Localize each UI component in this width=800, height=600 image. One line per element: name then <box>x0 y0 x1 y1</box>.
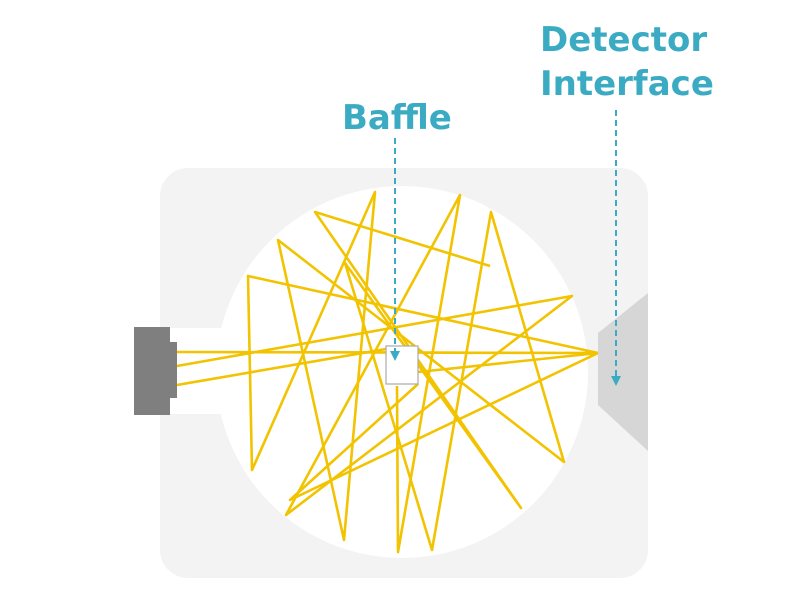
baffle-label: Baffle <box>342 96 452 140</box>
detector-label-line1: Detector <box>540 20 708 60</box>
light-source-aperture <box>168 342 177 398</box>
light-rays <box>176 190 600 554</box>
baffle-label-text: Baffle <box>342 98 452 138</box>
light-ray-path <box>288 351 600 502</box>
detector-port <box>598 293 648 451</box>
detector-label-line2: Interface <box>540 64 714 104</box>
light-ray-path <box>176 190 600 552</box>
detector-arrowhead <box>611 376 621 386</box>
detector-interface-label: Detector Interface <box>540 18 714 106</box>
light-ray-path <box>176 193 574 554</box>
light-source <box>134 327 170 415</box>
light-ray-path <box>176 347 387 387</box>
baffle-arrowhead <box>390 351 400 361</box>
leader-lines <box>390 110 621 386</box>
